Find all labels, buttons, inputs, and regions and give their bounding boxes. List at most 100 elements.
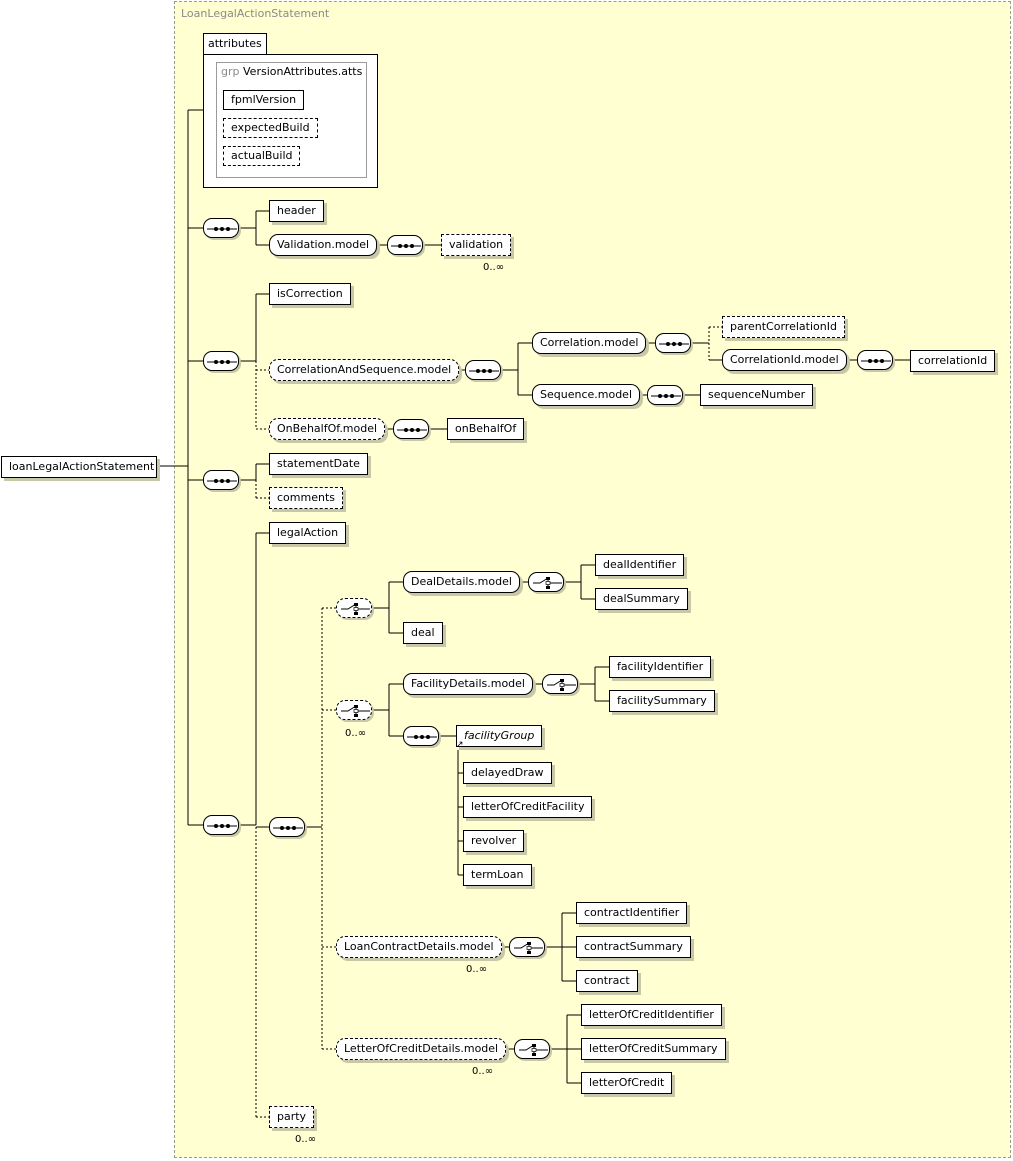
element-delayedDraw[interactable]: delayedDraw — [463, 762, 552, 784]
sequence-compositor-3[interactable] — [203, 470, 239, 490]
occurrence-party: 0..∞ — [295, 1134, 317, 1145]
element-label: legalAction — [277, 526, 339, 539]
schema-frame — [174, 1, 1011, 1158]
choice-compositor-facility-details[interactable] — [542, 674, 578, 694]
element-party[interactable]: party — [269, 1106, 315, 1128]
element-label: statementDate — [277, 457, 360, 470]
group-label: DealDetails.model — [411, 575, 512, 588]
element-contractIdentifier[interactable]: contractIdentifier — [576, 902, 688, 924]
attribute-actualBuild[interactable]: actualBuild — [223, 146, 301, 166]
choice-compositor-deal-details[interactable] — [528, 572, 564, 592]
element-contractSummary[interactable]: contractSummary — [576, 936, 691, 958]
attributes-tab[interactable]: attributes — [203, 33, 267, 54]
group-sequence-model[interactable]: Sequence.model — [532, 384, 641, 406]
group-validation-model[interactable]: Validation.model — [269, 234, 378, 256]
element-label: onBehalfOf — [455, 422, 517, 435]
group-label: CorrelationId.model — [730, 353, 839, 366]
occurrence-facility-choice: 0..∞ — [345, 728, 367, 739]
element-parentCorrelationId[interactable]: parentCorrelationId — [722, 316, 845, 338]
group-name: VersionAttributes.atts — [243, 65, 363, 78]
element-label: header — [277, 204, 316, 217]
sequence-compositor-correlation-and-sequence[interactable] — [465, 360, 501, 380]
element-label: letterOfCreditIdentifier — [589, 1008, 714, 1021]
group-correlation-model[interactable]: Correlation.model — [532, 332, 647, 354]
element-termLoan[interactable]: termLoan — [463, 864, 532, 886]
sequence-compositor-onbehalfof[interactable] — [393, 419, 429, 439]
attribute-fpmlVersion[interactable]: fpmlVersion — [223, 90, 305, 110]
frame-title: LoanLegalActionStatement — [181, 7, 330, 20]
element-validation[interactable]: validation — [441, 234, 512, 256]
element-letterOfCreditIdentifier[interactable]: letterOfCreditIdentifier — [581, 1004, 722, 1026]
element-label: party — [277, 1110, 307, 1123]
element-label: letterOfCreditFacility — [471, 800, 585, 813]
element-label: revolver — [471, 834, 517, 847]
element-letterOfCredit[interactable]: letterOfCredit — [581, 1072, 673, 1094]
element-sequenceNumber[interactable]: sequenceNumber — [700, 384, 814, 406]
element-deal[interactable]: deal — [403, 622, 443, 644]
element-label: correlationId — [918, 354, 988, 367]
element-facilitySummary[interactable]: facilitySummary — [609, 690, 715, 712]
element-label: sequenceNumber — [708, 388, 806, 401]
sequence-compositor-facility-group[interactable] — [403, 726, 439, 746]
choice-compositor-loan-contract-details[interactable] — [509, 937, 545, 957]
sequence-compositor-2[interactable] — [203, 351, 239, 371]
element-correlationId[interactable]: correlationId — [910, 350, 996, 372]
occurrence-letter-of-credit: 0..∞ — [472, 1066, 494, 1077]
element-dealSummary[interactable]: dealSummary — [595, 588, 688, 610]
group-loan-contract-details-model[interactable]: LoanContractDetails.model — [336, 936, 502, 958]
element-label: validation — [449, 238, 504, 251]
element-comments[interactable]: comments — [269, 487, 343, 509]
element-contract[interactable]: contract — [576, 970, 638, 992]
element-revolver[interactable]: revolver — [463, 830, 525, 852]
sequence-compositor-correlationid[interactable] — [857, 350, 893, 370]
element-label: contract — [584, 974, 630, 987]
group-letter-of-credit-details-model[interactable]: LetterOfCreditDetails.model — [336, 1038, 507, 1060]
element-label: parentCorrelationId — [730, 320, 837, 333]
group-label: FacilityDetails.model — [411, 677, 525, 690]
element-label: letterOfCreditSummary — [589, 1042, 718, 1055]
element-label: delayedDraw — [471, 766, 544, 779]
group-label: Correlation.model — [540, 336, 639, 349]
element-statementDate[interactable]: statementDate — [269, 453, 368, 475]
element-label: letterOfCredit — [589, 1076, 665, 1089]
group-keyword: grp — [221, 65, 240, 78]
element-legalAction[interactable]: legalAction — [269, 522, 347, 544]
group-deal-details-model[interactable]: DealDetails.model — [403, 571, 520, 593]
element-label: contractIdentifier — [584, 906, 680, 919]
choice-compositor-facility[interactable] — [336, 700, 372, 720]
element-facilityIdentifier[interactable]: facilityIdentifier — [609, 656, 712, 678]
element-header[interactable]: header — [269, 200, 324, 222]
attribute-label: actualBuild — [231, 149, 293, 162]
element-label: contractSummary — [584, 940, 683, 953]
choice-compositor-deal[interactable] — [336, 598, 372, 618]
group-label: Sequence.model — [540, 388, 633, 401]
element-letterOfCreditSummary[interactable]: letterOfCreditSummary — [581, 1038, 726, 1060]
group-label: CorrelationAndSequence.model — [277, 363, 452, 376]
sequence-compositor-correlation[interactable] — [655, 333, 691, 353]
element-isCorrection[interactable]: isCorrection — [269, 283, 351, 305]
element-dealIdentifier[interactable]: dealIdentifier — [595, 554, 685, 576]
sequence-compositor-validation[interactable] — [387, 235, 423, 255]
element-label: comments — [277, 491, 335, 504]
root-element-loanLegalActionStatement[interactable]: loanLegalActionStatement — [1, 456, 157, 478]
sequence-compositor-legal-action[interactable] — [269, 817, 305, 837]
element-letterOfCreditFacility[interactable]: letterOfCreditFacility — [463, 796, 593, 818]
element-facilityGroup[interactable]: facilityGroup — [456, 725, 543, 747]
group-label: LetterOfCreditDetails.model — [344, 1042, 499, 1055]
group-label: OnBehalfOf.model — [277, 422, 378, 435]
occurrence-validation: 0..∞ — [483, 262, 505, 273]
element-label: deal — [411, 626, 435, 639]
attribute-expectedBuild[interactable]: expectedBuild — [223, 118, 318, 138]
element-onBehalfOf[interactable]: onBehalfOf — [447, 418, 525, 440]
sequence-compositor-1[interactable] — [203, 218, 239, 238]
sequence-compositor-sequence[interactable] — [647, 385, 683, 405]
group-facility-details-model[interactable]: FacilityDetails.model — [403, 673, 533, 695]
group-correlation-and-sequence-model[interactable]: CorrelationAndSequence.model — [269, 359, 460, 381]
sequence-compositor-4[interactable] — [203, 815, 239, 835]
attribute-label: expectedBuild — [231, 121, 310, 134]
group-onbehalfof-model[interactable]: OnBehalfOf.model — [269, 418, 386, 440]
element-label: facilityGroup — [464, 729, 535, 742]
choice-compositor-letter-of-credit-details[interactable] — [514, 1039, 550, 1059]
element-label: dealIdentifier — [603, 558, 677, 571]
group-correlationid-model[interactable]: CorrelationId.model — [722, 349, 847, 371]
